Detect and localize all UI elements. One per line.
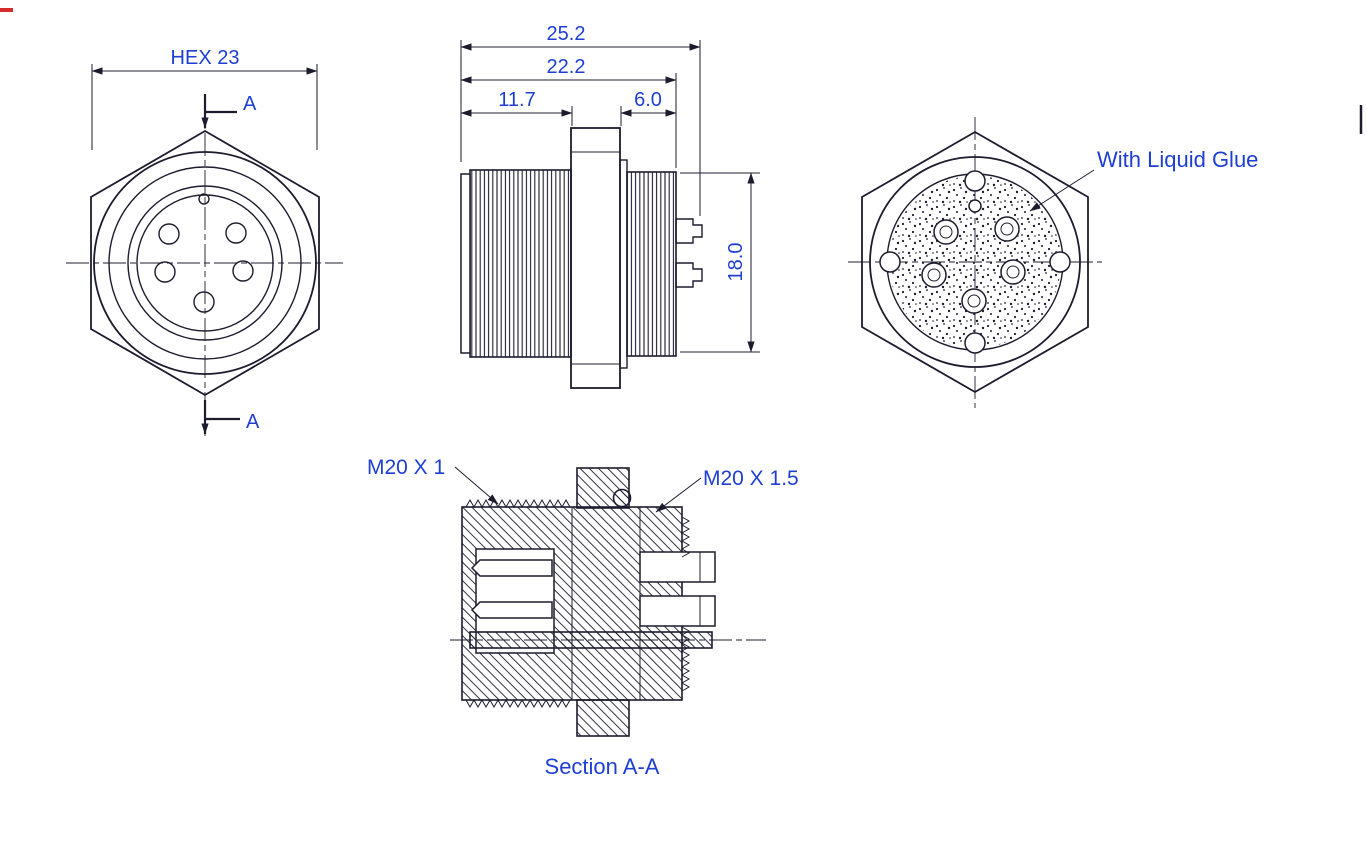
pin-hole	[158, 223, 180, 245]
bottom-flange-section	[576, 699, 630, 737]
outer-ring	[93, 151, 317, 375]
keying-cup	[968, 199, 982, 213]
notch	[964, 332, 986, 354]
terminal-section	[639, 551, 716, 583]
solder-cup-bore	[927, 268, 941, 282]
solder-cup-bore	[1006, 265, 1020, 279]
hex-dimension: HEX 23	[91, 47, 318, 150]
pin-hole	[232, 260, 254, 282]
potting-area	[889, 176, 1061, 348]
top-flange-section	[576, 467, 630, 509]
o-ring-section	[612, 488, 632, 508]
glue-callout: With Liquid Glue	[1029, 147, 1258, 212]
front-thread-callout: M20 X 1	[367, 456, 499, 505]
hex-body-outline	[90, 129, 320, 397]
solder-terminal	[675, 262, 703, 288]
rear-thread-callout: M20 X 1.5	[655, 467, 799, 513]
rear-thread-crests-top	[680, 516, 691, 558]
leader-line	[655, 477, 702, 513]
insert-ring-outer	[127, 185, 283, 341]
rear-thread-label: M20 X 1.5	[703, 467, 799, 490]
solder-cup	[994, 216, 1020, 242]
solder-cups	[921, 199, 1026, 314]
rear-thread-crests-bottom	[680, 626, 691, 692]
dim-overall-label: 25.2	[547, 23, 586, 45]
pin-section	[470, 601, 553, 619]
section-caption: Section A-A	[545, 754, 660, 779]
hex-dimension-label: HEX 23	[171, 47, 240, 69]
hex-nut	[570, 127, 621, 389]
pin-section	[470, 559, 553, 577]
dim-front-thread-label: 11.7	[498, 89, 535, 111]
pin-hole	[193, 291, 215, 313]
hex-body-outline	[861, 130, 1089, 394]
section-marker-top: A	[201, 93, 257, 129]
terminal-section	[639, 595, 716, 627]
rear-view: With Liquid Glue	[848, 117, 1258, 408]
keying-hole	[198, 193, 210, 205]
solder-cup-bore	[967, 294, 981, 308]
front-thread-label: M20 X 1	[367, 456, 445, 479]
leader-line	[1029, 169, 1095, 212]
dim-body-label: 22.2	[547, 56, 586, 78]
dim-front-thread: 11.7	[460, 89, 573, 126]
section-view: M20 X 1 M20 X 1.5 Section A-A	[367, 456, 799, 779]
section-letter-bottom: A	[246, 411, 260, 433]
pin-hole	[225, 222, 247, 244]
front-thread-crests-bottom	[465, 698, 571, 709]
front-lead-band	[460, 173, 471, 354]
dim-rear-diameter-label: 18.0	[725, 243, 747, 282]
section-marker-bottom: A	[201, 400, 260, 435]
polarization-notches	[879, 170, 1071, 354]
notch	[964, 170, 986, 192]
glue-label: With Liquid Glue	[1097, 147, 1258, 172]
section-letter-top: A	[243, 93, 257, 115]
outer-ring	[869, 156, 1081, 368]
dim-body: 22.2	[460, 56, 677, 168]
dim-rear-diameter: 18.0	[680, 172, 760, 353]
solder-cup	[961, 288, 987, 314]
solder-cup-bore	[939, 225, 953, 239]
solder-terminal	[675, 218, 703, 244]
solder-cup	[921, 262, 947, 288]
rear-thread	[626, 171, 677, 357]
dim-rear-thread: 6.0	[620, 89, 677, 126]
rear-collar	[619, 159, 628, 369]
solder-cup	[933, 219, 959, 245]
insert-ring-inner	[136, 194, 274, 332]
front-thread	[469, 169, 572, 358]
shell-ring	[108, 166, 302, 360]
notch	[879, 251, 901, 273]
pin-holes	[154, 193, 254, 313]
side-view: 25.2 22.2 11.7 6.0 18.0	[460, 23, 760, 389]
solder-cup-bore	[1000, 222, 1014, 236]
front-thread-crests-top	[465, 498, 571, 509]
dim-rear-thread-label: 6.0	[634, 89, 662, 111]
solder-cup	[1000, 259, 1026, 285]
front-view: HEX 23 A A	[66, 47, 343, 436]
pin-hole	[154, 261, 176, 283]
dim-overall: 25.2	[460, 23, 701, 216]
leader-line	[454, 466, 499, 505]
notch	[1049, 251, 1071, 273]
